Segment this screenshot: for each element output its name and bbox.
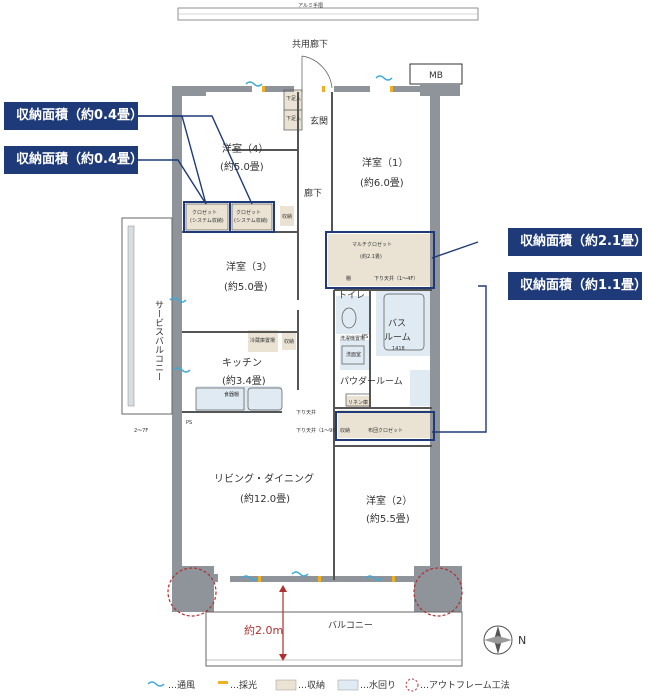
multi-closet-shelf: 棚 (346, 275, 351, 282)
room-entrance: 玄関 (310, 115, 328, 127)
closet-highlight-multi (325, 231, 435, 289)
service-balcony-label: サービスバルコニー (153, 300, 164, 381)
closet1-label: クロゼット (192, 209, 217, 216)
room-labels: 洋室（4） (約5.0畳) 洋室（1） (約6.0畳) 洋室（3） (約5.0畳… (214, 115, 412, 637)
service-balcony: サービスバルコニー 2～7F (121, 217, 173, 434)
closet-labels: クロゼット (システム収納) クロゼット (システム収納) マルチクロゼット (… (186, 96, 418, 434)
room-balcony: バルコニー (328, 620, 373, 631)
callout-multi-closet: 収納面積（約2.1畳） (508, 228, 647, 256)
room-west3-name: 洋室（3） (226, 260, 272, 273)
legend-frame-icon (405, 678, 419, 692)
room-bath: バス (388, 318, 406, 329)
futon-closet-label: 布団クロゼット (368, 427, 403, 434)
shoes-label-1: 下足入 (286, 96, 301, 102)
corridor-label: 共用廊下 (292, 38, 328, 50)
balcony (205, 585, 463, 667)
fridge-label: 冷蔵庫置場 (250, 337, 275, 344)
storage-label-2: 収納 (284, 338, 294, 345)
wind-markers (169, 75, 393, 581)
legend-water-icon (337, 679, 359, 691)
closet2-sub: (システム収納) (234, 217, 268, 224)
callout-closet-2: 収納面積（約0.4畳） (4, 146, 143, 174)
legend-light: …採光 (230, 679, 257, 691)
ceiling-drop-label: 下り天井 (296, 409, 316, 416)
room-west1-name: 洋室（1） (362, 156, 408, 169)
dim-label: 2～7F (134, 428, 148, 434)
frame-circle-left (167, 567, 217, 617)
ps-label-2: PS (186, 420, 192, 426)
room-toilet: トイレ (338, 291, 365, 301)
frame-circle-right (413, 567, 463, 617)
storage-label-1: 収納 (282, 213, 292, 220)
room-powder: パウダールーム (340, 375, 403, 387)
legend-wind-icon (147, 681, 165, 687)
room-west3-size: (約5.0畳) (224, 280, 268, 293)
washer-label: 洗濯機置場 (340, 335, 365, 342)
room-living-size: (約12.0畳) (240, 492, 290, 505)
room-hall: 廊下 (304, 187, 322, 199)
legend: …通風 …採光 …収納 …水回り …アウトフレーム工法 (147, 678, 510, 692)
room-west4-size: (約5.0畳) (220, 160, 264, 173)
cupboard-label: 食器棚 (224, 391, 239, 398)
legend-light-icon (218, 681, 228, 684)
legend-frame: …アウトフレーム工法 (420, 679, 510, 691)
legend-wind: …通風 (168, 680, 195, 691)
multi-closet-ceiling: 下り天井（1～4F） (374, 275, 418, 282)
interior-walls (182, 92, 432, 580)
callout-futon-closet: 収納面積（約1.1畳） (508, 272, 647, 300)
room-living-name: リビング・ダイニング (214, 472, 314, 485)
room-west4-name: 洋室（4） (222, 142, 268, 155)
room-west2-size: (約5.5畳) (366, 512, 410, 525)
legend-storage: …収納 (298, 679, 325, 691)
multi-closet-label: マルチクロゼット (352, 241, 392, 248)
ps-label-1: PS (362, 334, 368, 340)
room-west2-name: 洋室（2） (366, 494, 412, 507)
sinks-label: 洗面室 (346, 351, 361, 358)
room-west1-size: (約6.0畳) (360, 176, 404, 189)
storage-areas (186, 90, 432, 438)
callout-leaders (138, 115, 487, 433)
room-bath-2: ルーム (384, 332, 411, 343)
room-kitchen-size: (約3.4畳) (222, 374, 266, 387)
closet-highlight-2 (229, 201, 275, 233)
callout-closet-1: 収納面積（約0.4畳） (4, 102, 143, 130)
room-bath-size: 1418 (392, 346, 405, 352)
legend-water: …水回り (360, 679, 396, 691)
railing-label: アルミ手摺 (298, 2, 323, 9)
compass-label: N (518, 634, 526, 647)
light-markers (258, 86, 395, 582)
closet2-label: クロゼット (236, 209, 261, 216)
water-areas (196, 290, 432, 412)
storage-label-3: 収納 (340, 427, 350, 434)
compass-icon: N (483, 625, 526, 655)
mb-label: MB (429, 71, 443, 81)
legend-storage-icon (275, 679, 297, 691)
linen-label: リネン庫 (348, 399, 368, 406)
shoes-label-2: 下足入 (286, 116, 301, 122)
exterior-walls (172, 84, 462, 612)
closet-highlight-futon (335, 411, 435, 441)
ceiling-drop-label-2: 下り天井（1～9F） (296, 427, 340, 434)
balcony-depth: 約2.0m (244, 623, 283, 637)
top-railing: アルミ手摺 (177, 2, 479, 21)
thin-lines (185, 55, 425, 411)
room-kitchen-name: キッチン (222, 357, 262, 369)
closet1-sub: (システム収納) (190, 217, 224, 224)
multi-closet-sub: (約2.1畳) (360, 253, 382, 260)
